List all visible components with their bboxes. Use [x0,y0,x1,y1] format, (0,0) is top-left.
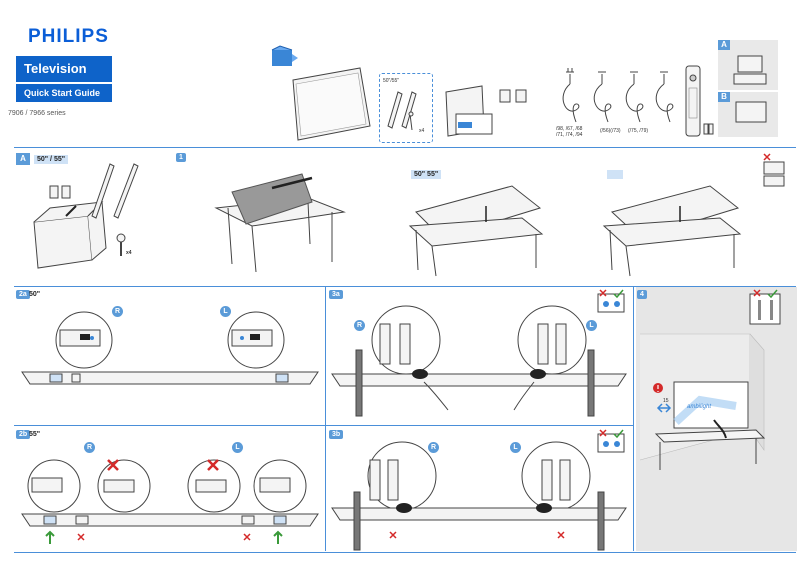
option-a-badge: A [718,40,730,50]
step3b-left-marker: L [510,442,521,453]
option-b-badge: B [718,92,730,102]
divider-lower [14,425,634,426]
warning-no-table-icon [763,153,785,187]
step2b-left-marker: L [232,442,243,453]
stand-feet-illustration [91,163,139,219]
stand-size-label: 50"/55" [383,78,400,84]
philips-logo: PHILIPS [28,26,109,47]
tv-face-down-on-table-50 [408,185,544,277]
step2a-tv-back [21,371,319,385]
step1-badge: 1 [176,153,186,162]
step2b-zooms [27,459,307,513]
step3b-right-marker: R [428,442,439,453]
step3b-badge: 3b [329,430,344,439]
series-label: 7906 / 7966 series [8,110,66,117]
step3b-illustration [331,441,627,551]
tv-panel-illustration [292,67,371,141]
brackets-illustration [499,89,527,103]
step1-size-badge-blank [607,170,623,179]
step4-tv-brand-text: ambilight [687,404,712,410]
remote-control-illustration [685,65,714,137]
cable-variant-3: (/75, /79) [628,128,649,134]
divider-bottom [14,552,796,553]
documents-illustration [445,85,493,137]
divider-middle [14,286,796,287]
box-open-icon [271,45,298,66]
step3a-illustration [331,305,627,417]
section-a-size: 50" / 55" [34,155,69,164]
section-a-screw-count: x4 [126,250,132,256]
tv-on-stand-icon [733,55,767,85]
step3a-check-icon [597,289,625,313]
step1-size-badge: 50" 55" [411,170,442,179]
screw-count: x4 [419,128,425,134]
screw-icon [116,233,126,256]
step3a-badge: 3a [329,290,343,299]
power-cables-illustration [562,68,674,123]
step2b-right-marker: R [84,442,95,453]
table-with-cloth-illustration [214,173,346,273]
product-title: Television [16,56,112,82]
tv-wall-mount-icon [735,101,767,123]
divider-vertical-2 [633,287,634,551]
divider-top [14,147,796,148]
stand-legs-illustration [387,91,417,131]
section-a-badge: A [16,153,30,165]
step4-stand-check-icon [749,289,781,325]
step2a-right-marker: R [112,306,123,317]
step2a-right-zoom [55,311,113,369]
step2a-left-zoom [227,311,285,369]
step4-distance: 15 [663,398,669,404]
step4-badge: 4 [637,290,647,299]
step2b-size: 55" [29,431,41,438]
step2b-tv-back [21,513,319,544]
stand-parts-box [379,73,433,143]
step2a-badge: 2a [16,290,30,299]
step2b-badge: 2b [16,430,31,439]
step3a-right-marker: R [354,320,365,331]
step3a-left-marker: L [586,320,597,331]
cable-variant-1: /98, /67, /68 /71, /74, /94 [556,126,583,138]
step2a-left-marker: L [220,306,231,317]
step3b-check-icon [597,429,625,453]
cable-variant-2: (/56)(/73) [600,128,621,134]
guide-title: Quick Start Guide [16,84,112,102]
step2a-size: 50" [29,291,41,298]
step4-room-illustration [639,333,766,470]
tv-face-down-on-table-55 [602,185,742,277]
divider-vertical-1 [325,287,326,551]
